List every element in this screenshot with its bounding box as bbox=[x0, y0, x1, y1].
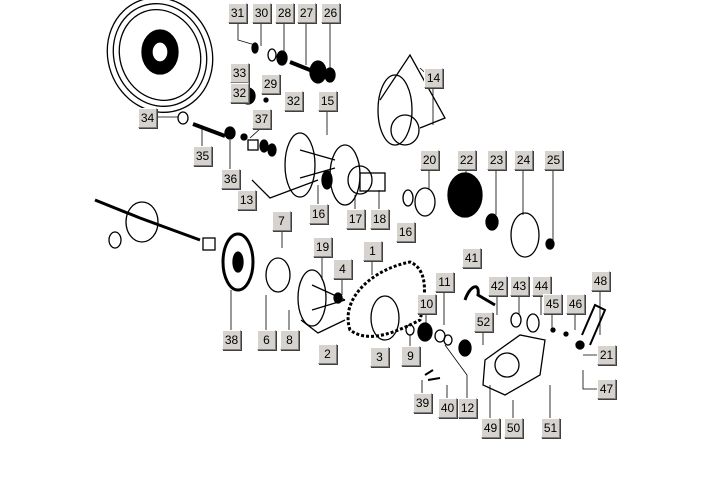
part-label-19[interactable]: 19 bbox=[313, 237, 332, 257]
part-label-39[interactable]: 39 bbox=[413, 393, 432, 413]
part-label-4[interactable]: 4 bbox=[333, 259, 352, 279]
part-label-14[interactable]: 14 bbox=[424, 68, 443, 88]
part-label-25[interactable]: 25 bbox=[544, 150, 563, 170]
part-label-8[interactable]: 8 bbox=[280, 330, 299, 350]
part-label-21[interactable]: 21 bbox=[597, 345, 616, 365]
part-label-42[interactable]: 42 bbox=[488, 276, 507, 296]
drive-pulley bbox=[221, 232, 426, 341]
part-label-50[interactable]: 50 bbox=[504, 418, 523, 438]
part-label-27[interactable]: 27 bbox=[297, 3, 316, 23]
part-label-23[interactable]: 23 bbox=[487, 150, 506, 170]
drive-shaft-group bbox=[177, 42, 336, 157]
part-label-17[interactable]: 17 bbox=[346, 209, 365, 229]
part-label-43[interactable]: 43 bbox=[510, 276, 529, 296]
part-label-46[interactable]: 46 bbox=[566, 294, 585, 314]
part-label-29[interactable]: 29 bbox=[261, 74, 280, 94]
part-label-49[interactable]: 49 bbox=[481, 418, 500, 438]
part-label-2[interactable]: 2 bbox=[318, 344, 337, 364]
part-label-28[interactable]: 28 bbox=[275, 3, 294, 23]
part-label-33[interactable]: 33 bbox=[230, 63, 249, 83]
part-label-47[interactable]: 47 bbox=[597, 379, 616, 399]
part-label-10[interactable]: 10 bbox=[417, 294, 436, 314]
part-label-13[interactable]: 13 bbox=[237, 190, 256, 210]
part-label-40[interactable]: 40 bbox=[438, 398, 457, 418]
part-label-45[interactable]: 45 bbox=[543, 294, 562, 314]
part-label-48[interactable]: 48 bbox=[591, 271, 610, 291]
part-label-16[interactable]: 16 bbox=[309, 204, 328, 224]
part-label-35[interactable]: 35 bbox=[193, 146, 212, 166]
driven-pulley bbox=[251, 53, 555, 258]
part-label-12[interactable]: 12 bbox=[458, 398, 477, 418]
part-label-1[interactable]: 1 bbox=[363, 241, 382, 261]
part-label-32[interactable]: 32 bbox=[230, 83, 249, 103]
part-label-32[interactable]: 32 bbox=[284, 91, 303, 111]
part-label-7[interactable]: 7 bbox=[272, 211, 291, 231]
part-label-24[interactable]: 24 bbox=[514, 150, 533, 170]
part-label-30[interactable]: 30 bbox=[252, 3, 271, 23]
part-label-36[interactable]: 36 bbox=[221, 169, 240, 189]
part-label-3[interactable]: 3 bbox=[370, 347, 389, 367]
part-label-22[interactable]: 22 bbox=[457, 150, 476, 170]
part-label-15[interactable]: 15 bbox=[318, 91, 337, 111]
part-label-31[interactable]: 31 bbox=[228, 3, 247, 23]
part-label-6[interactable]: 6 bbox=[257, 330, 276, 350]
part-label-37[interactable]: 37 bbox=[252, 109, 271, 129]
part-label-11[interactable]: 11 bbox=[435, 272, 454, 292]
part-label-44[interactable]: 44 bbox=[532, 276, 551, 296]
part-label-34[interactable]: 34 bbox=[138, 108, 157, 128]
part-label-16[interactable]: 16 bbox=[396, 222, 415, 242]
crankshaft bbox=[94, 198, 216, 251]
part-label-51[interactable]: 51 bbox=[541, 418, 560, 438]
part-label-9[interactable]: 9 bbox=[401, 346, 420, 366]
part-label-26[interactable]: 26 bbox=[321, 3, 340, 23]
part-label-18[interactable]: 18 bbox=[370, 209, 389, 229]
part-label-41[interactable]: 41 bbox=[462, 248, 481, 268]
part-label-38[interactable]: 38 bbox=[222, 330, 241, 350]
part-label-52[interactable]: 52 bbox=[474, 312, 493, 332]
leader-lines bbox=[157, 23, 601, 418]
part-label-20[interactable]: 20 bbox=[420, 150, 439, 170]
rear-wheel bbox=[106, 0, 214, 113]
